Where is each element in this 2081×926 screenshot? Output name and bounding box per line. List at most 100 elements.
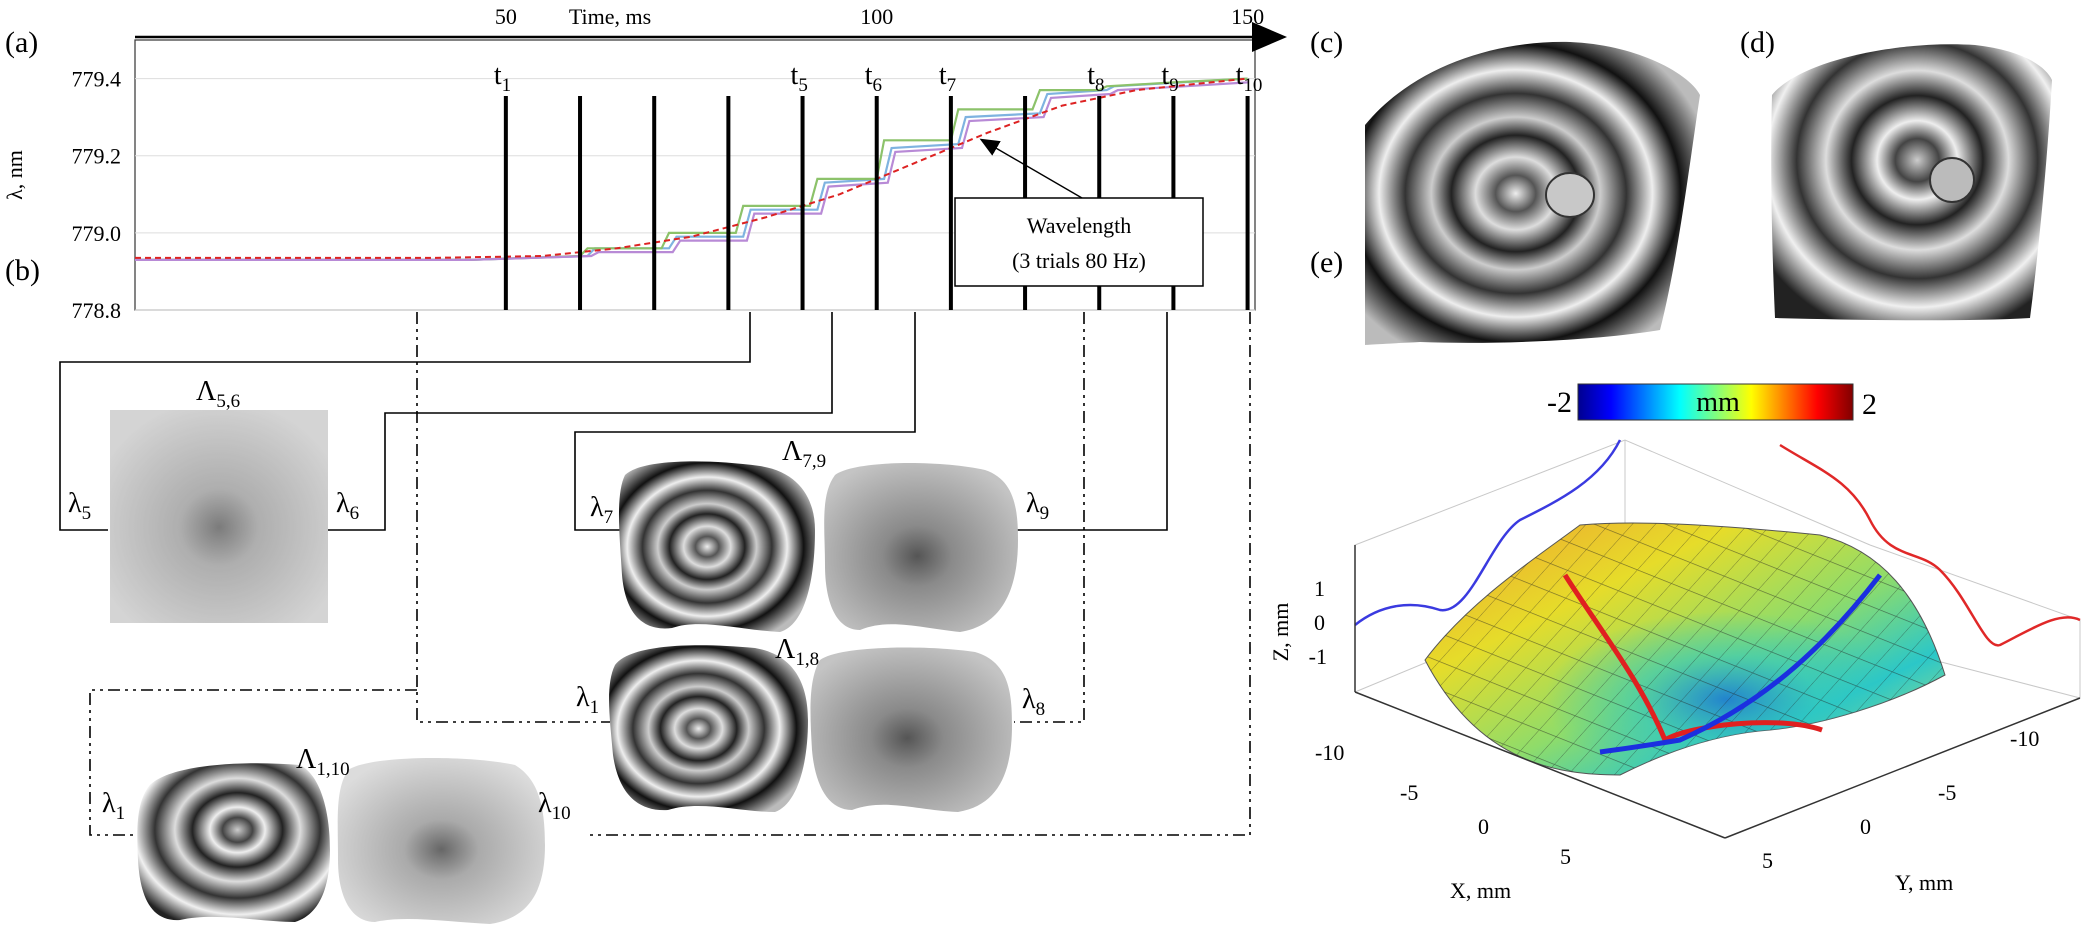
x-tick-5: 5 — [1560, 844, 1571, 869]
wavelength-chart: Time, ms 50 100 150 778.8 779.0 779.2 779.4 λ… — [2, 4, 1287, 323]
x-tick-labels: 50 100 150 — [495, 4, 1264, 29]
annotation-box — [954, 197, 1204, 287]
time-marker-label: t8 — [1087, 60, 1104, 96]
x-tick-minus10: -10 — [1315, 740, 1344, 765]
time-marker-label: t9 — [1161, 60, 1178, 96]
time-marker-label: t1 — [494, 60, 511, 96]
interferogram-1-10-wrapped — [137, 763, 330, 922]
x-tick-minus5: -5 — [1400, 780, 1418, 805]
connector-t6-lambda6 — [328, 312, 833, 531]
phase-map-d-center — [1929, 157, 1975, 203]
annotation-line-1: Wavelength — [1027, 213, 1132, 238]
annotation-arrow — [979, 138, 1083, 199]
wavelength-annotation: Wavelength (3 trials 80 Hz) — [954, 138, 1204, 287]
colorbar-unit-label: mm — [1696, 387, 1740, 418]
label-lambda-9: λ9 — [1026, 488, 1049, 524]
label-lambda-1-g18: λ1 — [576, 682, 599, 718]
series-fit-dashed — [135, 77, 1248, 259]
y-tick-5: 5 — [1762, 848, 1773, 873]
z-tick-0: 0 — [1314, 610, 1325, 635]
projection-red — [1779, 443, 2081, 647]
x-tick-0: 0 — [1478, 814, 1489, 839]
x-axis-label: Time, ms — [569, 4, 651, 29]
surface-ridge-blue — [1599, 573, 1882, 755]
y-tick-label: 779.4 — [72, 67, 122, 92]
wavelength-series — [135, 77, 1248, 261]
colorbar-gradient — [1577, 383, 1854, 421]
panel-label-d: (d) — [1740, 26, 1775, 59]
colorbar-min-label: -2 — [1547, 386, 1572, 419]
label-Lambda-1-8: Λ1,8 — [775, 634, 819, 670]
time-marker-label: t10 — [1236, 60, 1263, 96]
y-tick-label: 779.0 — [72, 221, 122, 246]
connector-t8-lambda8 — [1014, 312, 1085, 723]
interferogram-7-9-wrapped — [618, 461, 815, 632]
panel-label-b: (b) — [5, 254, 40, 287]
panel-label-c: (c) — [1310, 26, 1343, 59]
interferogram-5-6-noise — [110, 410, 328, 623]
label-lambda-6: λ6 — [336, 488, 359, 524]
y-axis-label: λ, nm — [2, 150, 27, 200]
label-Lambda-7-9: Λ7,9 — [782, 436, 826, 472]
label-lambda-8: λ8 — [1022, 684, 1045, 720]
box-right-top — [1869, 544, 2081, 621]
interferogram-1-10-smooth — [337, 758, 545, 924]
connector-t7-lambda7 — [574, 312, 916, 531]
y-tick-labels: 778.8 779.0 779.2 779.4 — [72, 67, 122, 323]
interferogram-group-1-8: Λ1,8 λ1 λ8 — [576, 634, 1045, 812]
phase-map-c-center — [1545, 172, 1595, 218]
y-axis-line — [1724, 697, 2081, 839]
time-marker-label: t7 — [939, 60, 956, 96]
connector-t1-lambda1-g18 — [416, 312, 610, 723]
surface-ridge-red — [1562, 573, 1823, 744]
z-tick-minus1: -1 — [1309, 644, 1327, 669]
connector-lines — [59, 312, 1251, 836]
interferogram-group-7-9: Λ7,9 λ7 λ9 — [590, 436, 1049, 632]
y-tick-label: 778.8 — [72, 298, 122, 323]
interferogram-group-1-10: Λ1,10 λ1 λ10 — [102, 744, 571, 924]
interferogram-7-9-smooth — [824, 463, 1018, 632]
interferogram-1-8-smooth — [810, 647, 1012, 812]
surface-plot: 1 0 -1 Z, mm -10 -5 0 5 X, mm 5 0 -5 -10… — [1268, 439, 2081, 903]
label-lambda-10: λ10 — [538, 788, 571, 824]
time-marker-label: t5 — [791, 60, 808, 96]
interferogram-5-6 — [110, 410, 328, 623]
colorbar-max-label: 2 — [1862, 388, 1877, 421]
interferogram-group-5-6: Λ5,6 λ5 λ6 — [68, 376, 359, 623]
z-tick-1: 1 — [1314, 576, 1325, 601]
y-axis-label: Y, mm — [1895, 870, 1953, 895]
colorbar: -2 2 mm — [1547, 383, 1877, 421]
x-tick-label: 50 — [495, 4, 517, 29]
time-marker-label: t6 — [865, 60, 882, 96]
label-Lambda-5-6: Λ5,6 — [196, 376, 240, 412]
surface-axes — [1354, 545, 2081, 839]
series-trial-2 — [135, 77, 1248, 261]
phase-map-c-image — [1365, 41, 1700, 345]
annotation-line-2: (3 trials 80 Hz) — [1012, 248, 1146, 273]
z-axis-label: Z, mm — [1268, 603, 1293, 662]
connector-t9-lambda9 — [1016, 312, 1168, 531]
y-tick-minus10: -10 — [2010, 726, 2039, 751]
label-lambda-7: λ7 — [590, 492, 613, 528]
y-tick-minus5: -5 — [1938, 780, 1956, 805]
panel-label-e: (e) — [1310, 246, 1343, 279]
y-tick-label: 779.2 — [72, 144, 122, 169]
projection-blue — [1354, 439, 1622, 626]
label-lambda-5: λ5 — [68, 488, 91, 524]
connector-t10-lambda10 — [590, 312, 1251, 836]
x-axis-label: X, mm — [1450, 878, 1511, 903]
phase-map-d — [1771, 44, 2052, 321]
interferogram-1-8-wrapped — [609, 645, 808, 812]
series-trial-3 — [135, 81, 1248, 261]
connector-lambda1-g110 — [89, 689, 417, 836]
surface-grid — [1425, 523, 1945, 775]
x-tick-label: 150 — [1231, 4, 1264, 29]
phase-map-d-image — [1771, 44, 2052, 321]
panel-label-a: (a) — [5, 26, 38, 59]
phase-map-c — [1365, 41, 1700, 345]
label-lambda-1-g110: λ1 — [102, 788, 125, 824]
label-Lambda-1-10: Λ1,10 — [296, 744, 350, 780]
y-tick-0: 0 — [1860, 814, 1871, 839]
x-tick-label: 100 — [860, 4, 893, 29]
